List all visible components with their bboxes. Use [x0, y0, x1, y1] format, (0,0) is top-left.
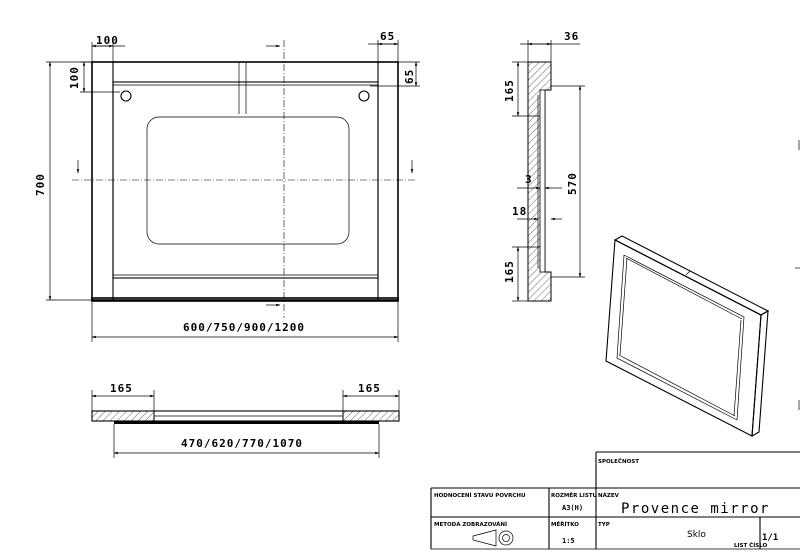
tb-sheet-no-label: LIST ČÍSLO [734, 541, 768, 549]
tb-name-label: NÁZEV [598, 492, 620, 499]
tb-sheet-size-value: A3(H) [562, 504, 583, 512]
mirror-frame-outline [91, 61, 399, 301]
projection-method-icon [472, 529, 514, 547]
dim-front-side-left: 100 [68, 66, 81, 89]
dim-front-side-right: 65 [403, 69, 416, 84]
tb-surface-label: HODNOCENÍ STAVU POVRCHU [434, 491, 525, 499]
dim-front-width: 600/750/900/1200 [183, 321, 305, 334]
side-view: 36 165 3 570 18 165 [503, 30, 585, 302]
dim-top-inner: 470/620/770/1070 [181, 437, 303, 450]
tb-method-label: METODA ZOBRAZOVÁNÍ [434, 520, 507, 528]
dim-side-depth: 36 [564, 30, 579, 43]
title-block: SPOLEČNOST HODNOCENÍ STAVU POVRCHU ROZMĚ… [430, 451, 800, 550]
tb-sheet-no-value: 1/1 [762, 533, 778, 543]
dim-side-glass: 3 [525, 173, 533, 186]
dim-front-height: 700 [34, 173, 47, 196]
frame-bottom-edge [91, 297, 399, 302]
dim-top-right: 165 [358, 382, 381, 395]
tb-name-value: Provence mirror [621, 501, 770, 517]
dim-side-middle: 570 [566, 172, 579, 195]
tb-scale-label: MĚŘÍTKO [551, 520, 579, 528]
tb-company-label: SPOLEČNOST [598, 458, 639, 465]
hanging-hole-right-icon [358, 90, 370, 102]
top-view: 165 165 470/620/770/1070 [91, 382, 400, 458]
tb-type-label: TYP [598, 522, 610, 528]
hanging-hole-left-icon [120, 90, 132, 102]
side-glass [539, 89, 546, 273]
dim-top-left: 165 [110, 382, 133, 395]
front-view: 100 65 100 65 700 600/750/900/1200 [34, 30, 420, 342]
dim-front-top-right: 65 [380, 30, 395, 43]
tb-sheet-size-label: ROZMĚR LISTU [551, 491, 597, 499]
dim-side-bottom: 165 [503, 260, 516, 283]
dim-side-top: 165 [503, 79, 516, 102]
tb-type-value: Sklo [687, 530, 706, 540]
dim-front-top-left: 100 [96, 34, 119, 47]
mirror-inner-panel [146, 116, 350, 245]
top-glass [114, 421, 379, 424]
tb-scale-value: 1:5 [562, 537, 575, 545]
dim-side-back: 18 [512, 205, 527, 218]
isometric-view [605, 235, 770, 437]
